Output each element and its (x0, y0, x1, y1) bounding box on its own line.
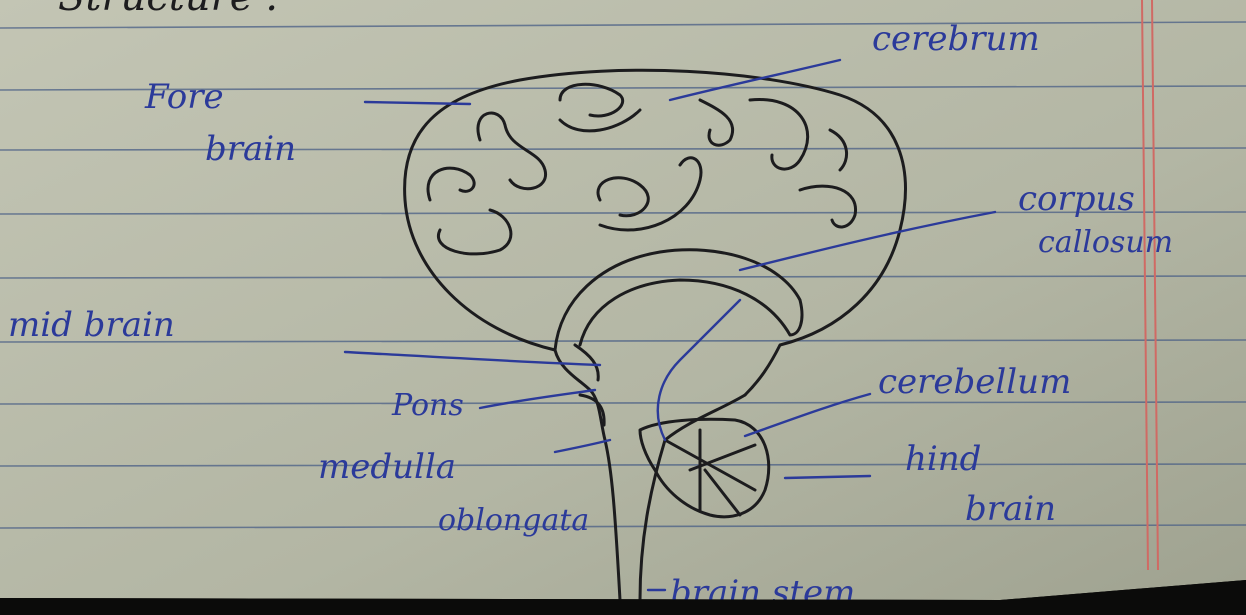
label-hind-brain-line1: hind (905, 439, 981, 479)
label-medulla-line2: oblongata (438, 503, 589, 538)
label-cerebellum: cerebellum (878, 362, 1071, 402)
label-medulla-line1: medulla (318, 447, 456, 487)
label-pons: Pons (391, 388, 464, 423)
label-corpus-line1: corpus (1018, 179, 1135, 219)
label-fore-brain-line1: Fore (144, 77, 224, 117)
page-heading: Structure : (58, 0, 280, 20)
label-cerebrum: cerebrum (872, 19, 1040, 59)
label-hind-brain-line2: brain (965, 489, 1056, 529)
label-fore-brain-line2: brain (205, 129, 296, 169)
label-corpus-line2: callosum (1038, 225, 1173, 260)
label-mid-brain: mid brain (8, 305, 175, 345)
